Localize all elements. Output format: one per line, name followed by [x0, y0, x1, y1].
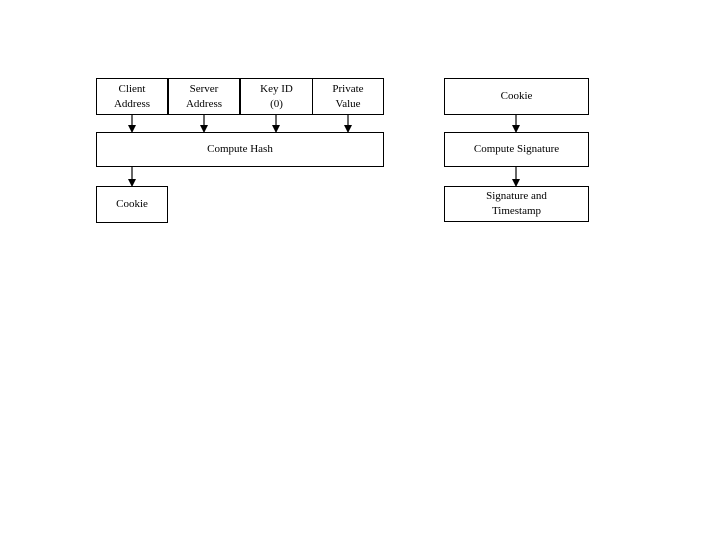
compute-hash-box: Compute Hash: [96, 132, 384, 167]
cookie-input-box: Cookie: [444, 78, 589, 115]
compute-signature-label: Compute Signature: [473, 143, 560, 155]
compute-signature-box: Compute Signature: [444, 132, 589, 167]
private-value-box: Private Value: [312, 78, 384, 115]
client-address-label: Client Address: [113, 82, 151, 110]
key-id-box: Key ID (0): [240, 78, 313, 115]
cookie-output-label: Cookie: [116, 198, 148, 210]
cookie-output-box: Cookie: [96, 186, 168, 223]
compute-hash-label: Compute Hash: [207, 143, 273, 155]
signature-timestamp-label: Signature and Timestamp: [486, 190, 547, 217]
cookie-input-label: Cookie: [500, 90, 533, 102]
key-id-label: Key ID (0): [260, 82, 293, 110]
private-value-label: Private Value: [332, 82, 364, 110]
signature-timestamp-box: Signature and Timestamp: [444, 186, 589, 222]
client-address-box: Client Address: [96, 78, 168, 115]
server-address-label: Server Address: [185, 82, 223, 110]
server-address-box: Server Address: [168, 78, 240, 115]
